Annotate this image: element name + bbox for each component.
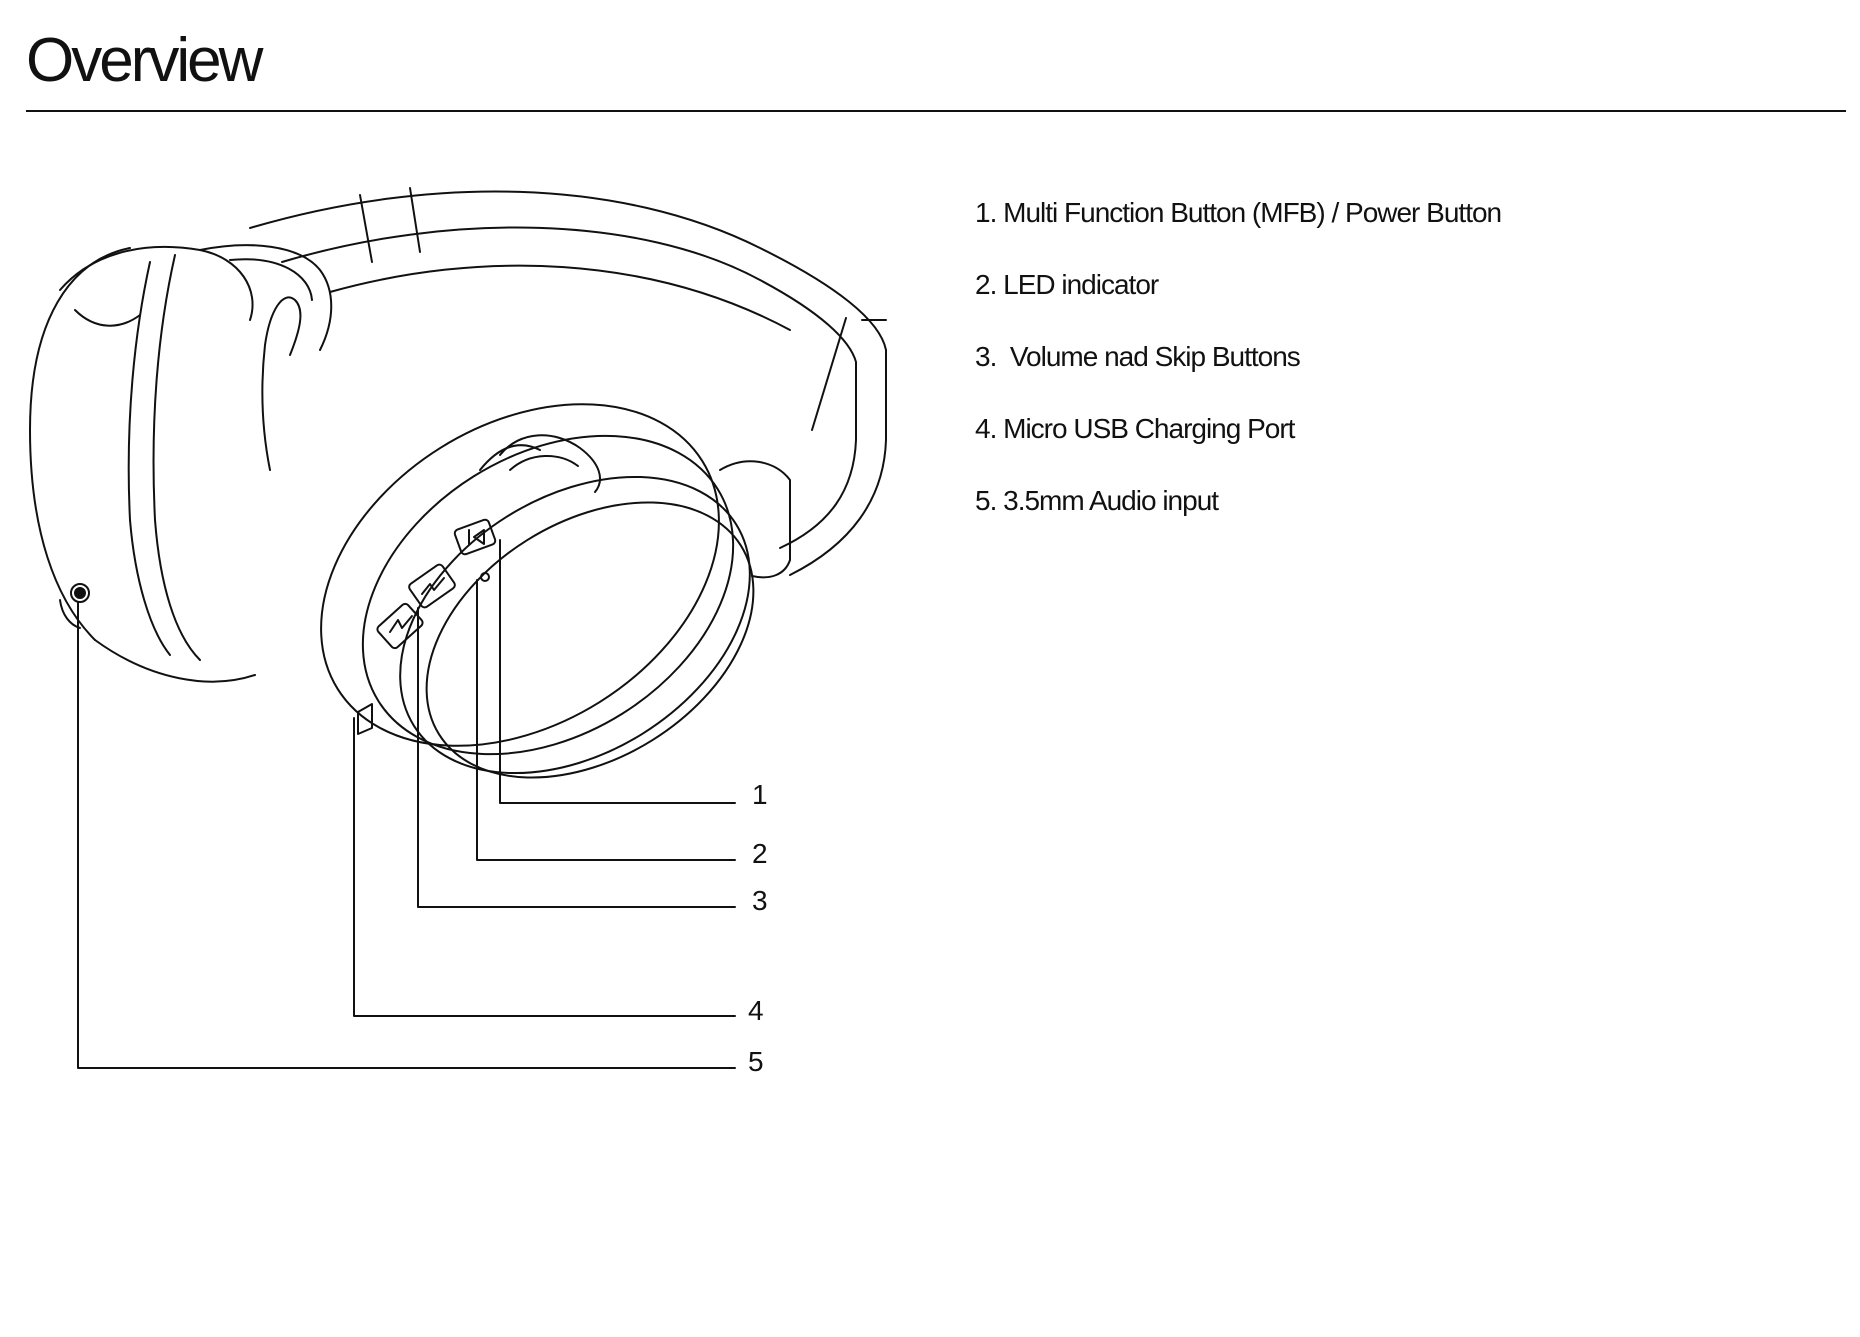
legend-item: 2. LED indicator xyxy=(975,268,1501,340)
callout-2: 2 xyxy=(752,838,768,869)
callout-1: 1 xyxy=(752,779,768,810)
leader-line-3 xyxy=(418,608,735,907)
leader-line-1 xyxy=(500,540,735,803)
leader-line-4 xyxy=(354,718,735,1016)
callout-5: 5 xyxy=(748,1046,764,1077)
feature-legend: 1. Multi Function Button (MFB) / Power B… xyxy=(975,196,1501,556)
right-earcup xyxy=(258,334,804,835)
left-earcup xyxy=(30,245,331,681)
legend-item: 1. Multi Function Button (MFB) / Power B… xyxy=(975,196,1501,268)
legend-item: 4. Micro USB Charging Port xyxy=(975,412,1501,484)
leader-line-2 xyxy=(477,580,735,860)
legend-item: 3. Volume nad Skip Buttons xyxy=(975,340,1501,412)
callout-4: 4 xyxy=(748,995,764,1026)
leader-lines xyxy=(78,540,735,1068)
callout-3: 3 xyxy=(752,885,768,916)
leader-line-5 xyxy=(78,602,735,1068)
legend-item: 5. 3.5mm Audio input xyxy=(975,484,1501,556)
